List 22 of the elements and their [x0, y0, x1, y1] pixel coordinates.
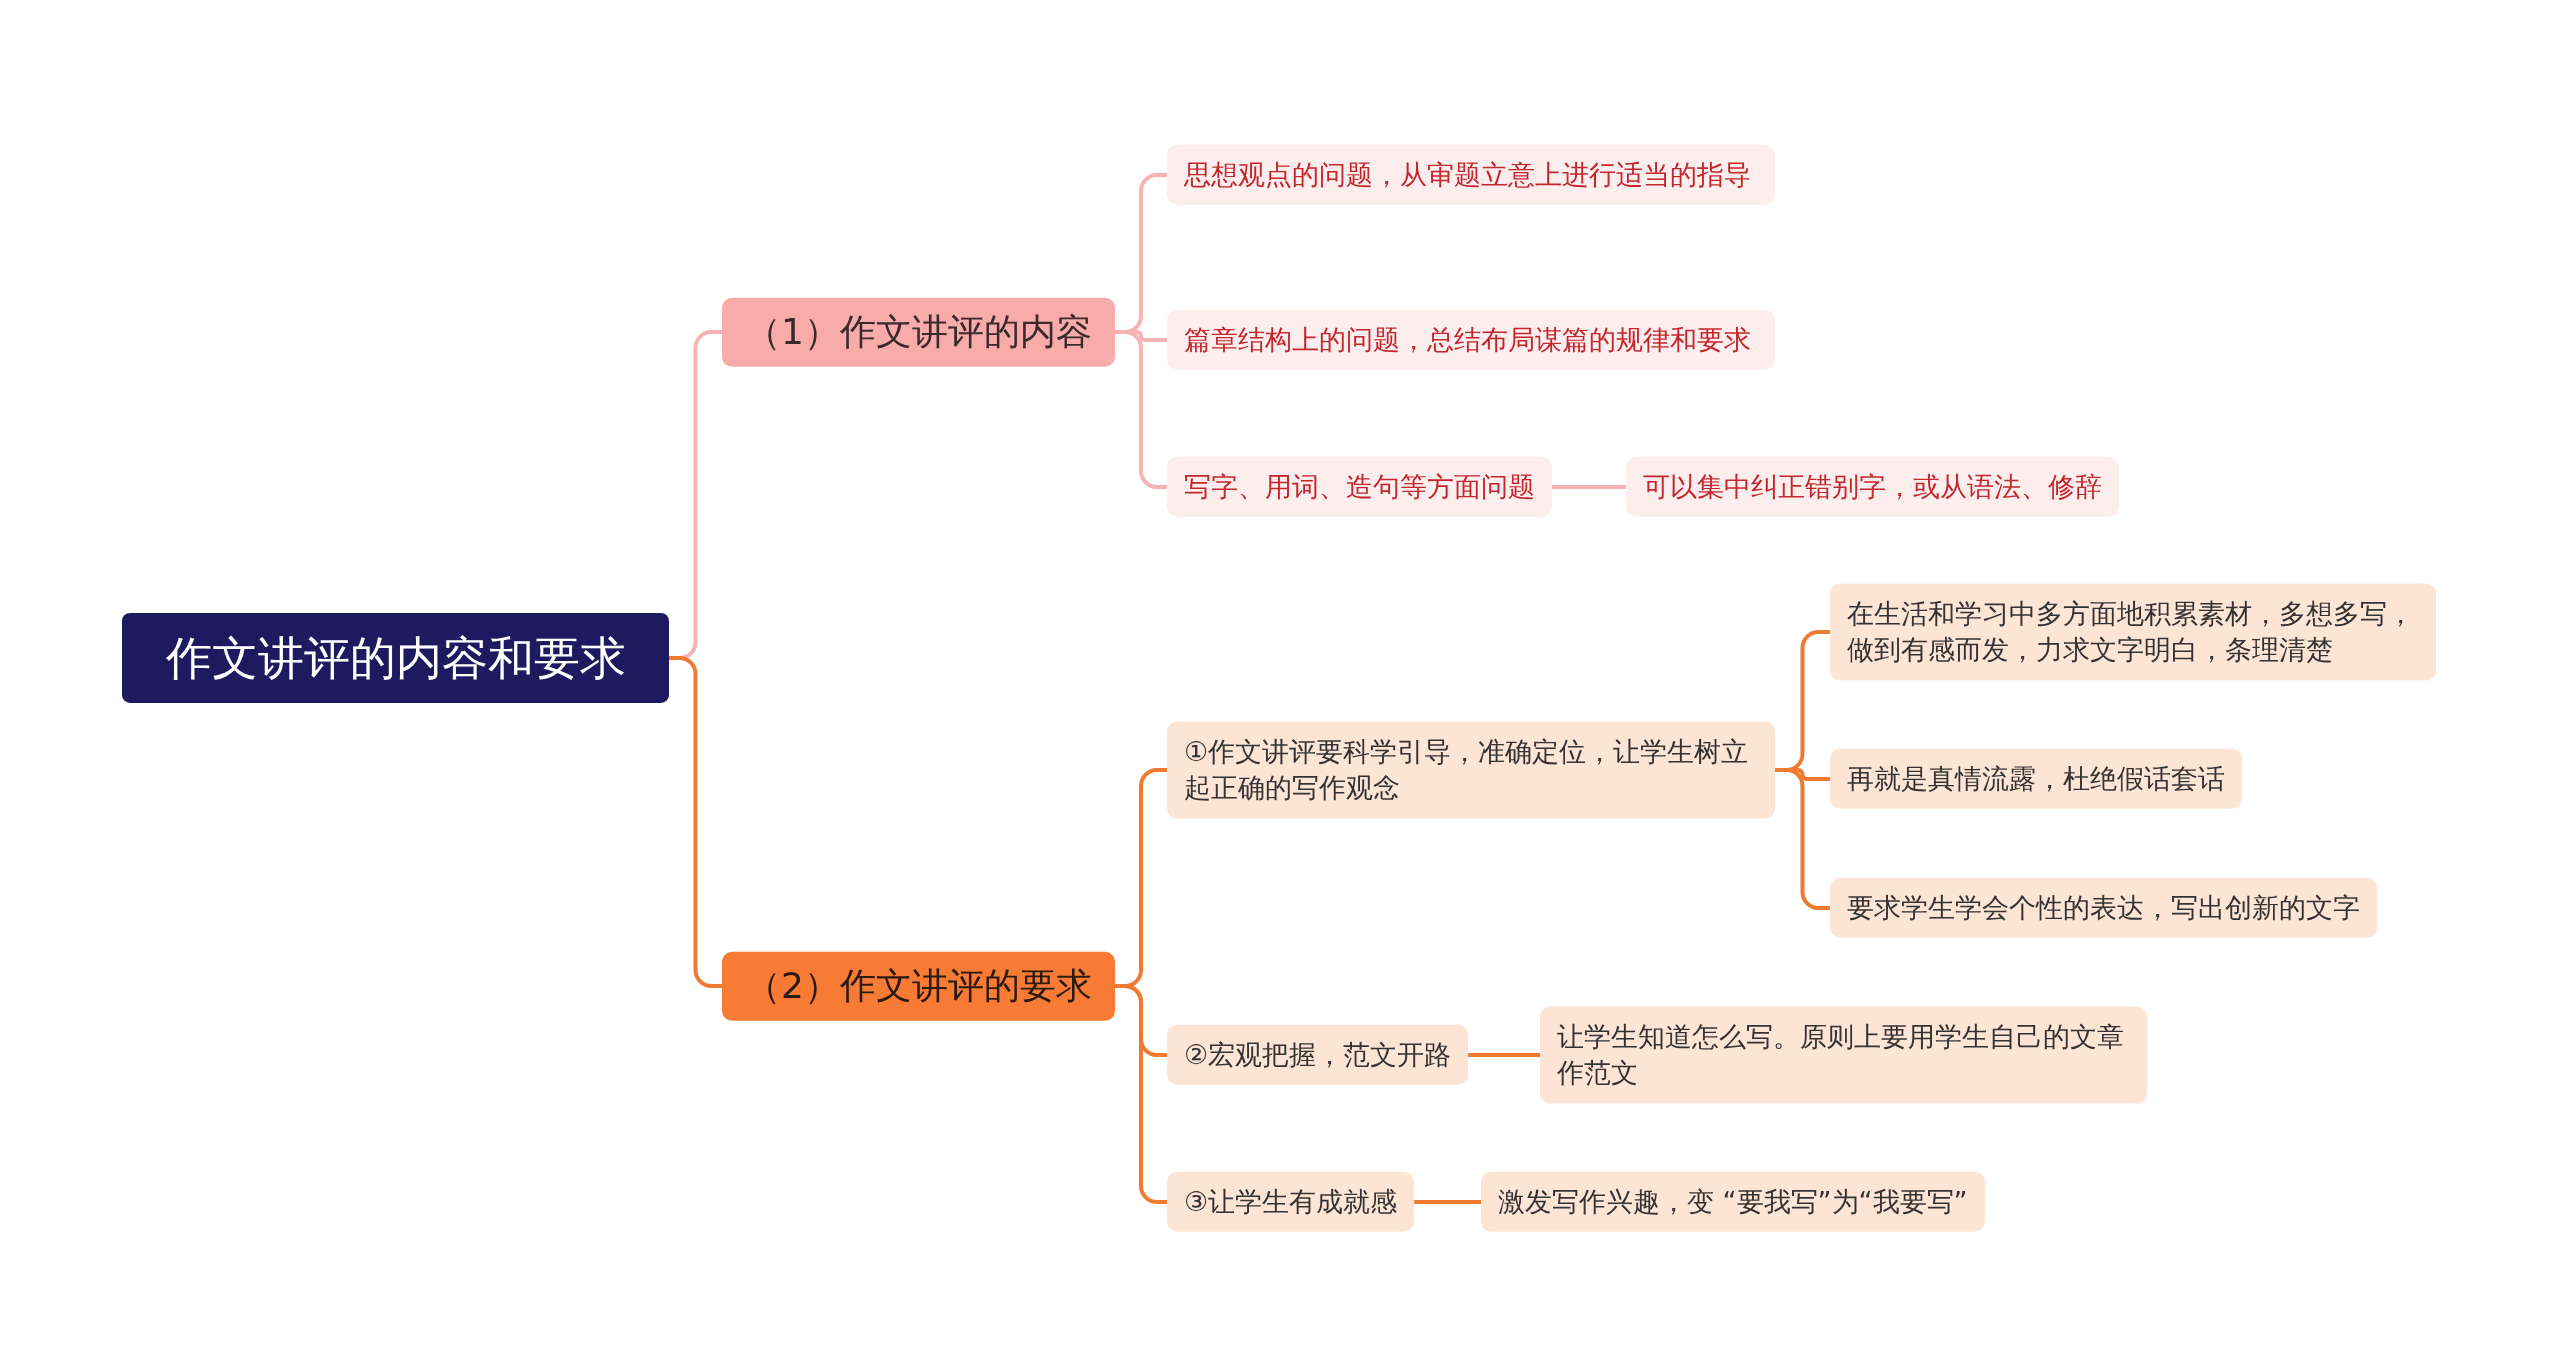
subtopic-box: 写字、用词、造句等方面问题: [1167, 456, 1552, 518]
branch-topic-box: （2）作文讲评的要求: [722, 951, 1115, 1021]
branch-topic-box: （1）作文讲评的内容: [722, 297, 1115, 367]
subtopic-box: ③让学生有成就感: [1167, 1171, 1415, 1233]
connector-line: [1115, 330, 1167, 489]
subtopic-box: 再就是真情流露，杜绝假话套话: [1830, 748, 2242, 810]
root-topic-box: 作文讲评的内容和要求: [122, 612, 669, 704]
subtopic-box: 要求学生学会个性的表达，写出创新的文字: [1830, 877, 2377, 939]
subtopic-box: 篇章结构上的问题，总结布局谋篇的规律和要求: [1167, 309, 1775, 371]
connector-line: [669, 656, 722, 988]
subtopic-box: 激发写作兴趣，变 “要我写”为“我要写”: [1481, 1171, 1985, 1233]
connector-line: [1775, 768, 1830, 910]
connector-line: [1552, 485, 1626, 489]
subtopic-box: ②宏观把握，范文开路: [1167, 1024, 1469, 1086]
subtopic-box: 让学生知道怎么写。原则上要用学生自己的文章作范文: [1540, 1006, 2147, 1104]
subtopic-box: 思想观点的问题，从审题立意上进行适当的指导: [1167, 144, 1775, 206]
subtopic-box: 可以集中纠正错别字，或从语法、修辞: [1626, 456, 2119, 518]
connector-line: [1414, 1200, 1481, 1204]
connector-line: [1115, 984, 1167, 1204]
subtopic-box: ①作文讲评要科学引导，准确定位，让学生树立起正确的写作观念: [1167, 721, 1775, 819]
subtopic-box: 在生活和学习中多方面地积累素材，多想多写，做到有感而发，力求文字明白，条理清楚: [1830, 583, 2436, 681]
connector-line: [1468, 1053, 1540, 1057]
